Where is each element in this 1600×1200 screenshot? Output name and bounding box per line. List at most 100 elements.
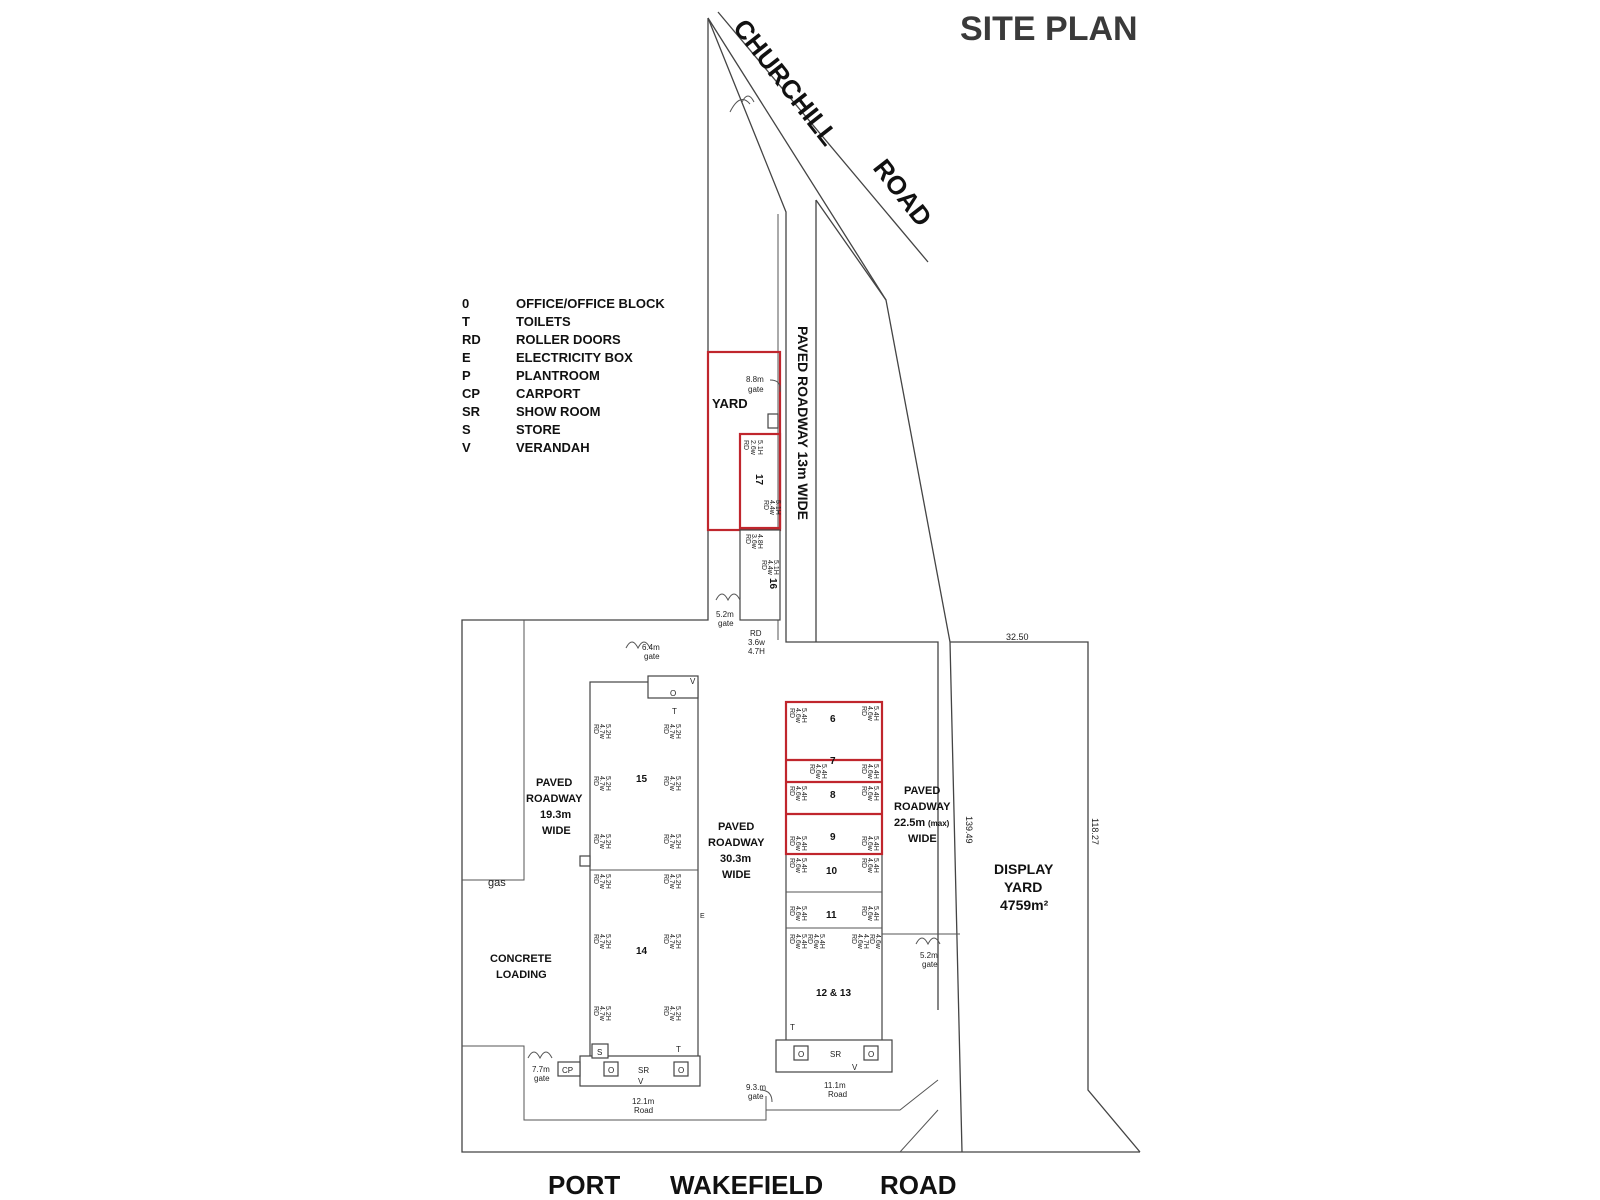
paved-30-line4: WIDE xyxy=(722,869,751,881)
building-15-v-code: V xyxy=(690,677,696,686)
svg-text:RD: RD xyxy=(662,874,669,884)
svg-text:4.6w: 4.6w xyxy=(866,906,873,922)
legend-text: ELECTRICITY BOX xyxy=(516,350,633,365)
paved-30-line1: PAVED xyxy=(718,821,754,833)
east-building-sr-code: SR xyxy=(830,1050,841,1059)
gate-52-label: 5.2m xyxy=(716,610,734,619)
gate-52b-icon xyxy=(915,937,941,946)
legend-text: PLANTROOM xyxy=(516,368,600,383)
gate-64-icon xyxy=(625,641,651,650)
svg-text:4.7w: 4.7w xyxy=(668,934,675,950)
yard-label: YARD xyxy=(712,396,748,411)
svg-text:4.7H: 4.7H xyxy=(862,934,869,949)
svg-text:4.7w: 4.7w xyxy=(598,724,605,740)
east-building-office-1 xyxy=(793,1045,809,1061)
svg-text:5.4H: 5.4H xyxy=(872,786,879,801)
svg-text:5.4H: 5.4H xyxy=(800,708,807,723)
unit-15-number: 15 xyxy=(636,774,648,785)
svg-text:RD: RD xyxy=(860,706,867,716)
legend-text: VERANDAH xyxy=(516,440,590,455)
road-111-label-2: Road xyxy=(828,1090,847,1099)
svg-text:RD: RD xyxy=(662,834,669,844)
svg-text:4.7w: 4.7w xyxy=(598,1006,605,1022)
unit-17-rd-spec-1: RD xyxy=(742,440,749,450)
building-14-o-code-2: O xyxy=(678,1066,684,1075)
building-14-rd-specs: RD 4.7w 5.2H RD 4.7w 5.2H RD 4.7w 5.2H R… xyxy=(592,874,681,1022)
building-15-verandah xyxy=(647,675,699,699)
legend-text: CARPORT xyxy=(516,386,580,401)
svg-text:5.2H: 5.2H xyxy=(674,776,681,791)
legend-text: OFFICE/OFFICE BLOCK xyxy=(516,296,665,311)
svg-text:5.4H: 5.4H xyxy=(872,836,879,851)
unit-12-13-number: 12 & 13 xyxy=(816,988,851,999)
dimension-11827: 118.27 xyxy=(1090,818,1100,845)
gate-52b-label: 5.2m xyxy=(920,951,938,960)
building-14-office-1 xyxy=(603,1061,619,1077)
legend-code: SR xyxy=(462,404,481,419)
svg-text:5.2H: 5.2H xyxy=(674,934,681,949)
svg-text:5.2H: 5.2H xyxy=(674,724,681,739)
carport-code: CP xyxy=(562,1066,573,1075)
paved-22-line3: 22.5m xyxy=(894,817,925,829)
building-14-sr-code: SR xyxy=(638,1066,649,1075)
svg-text:4.7w: 4.7w xyxy=(668,874,675,890)
svg-text:4.6w: 4.6w xyxy=(794,906,801,922)
dimension-3250: 32.50 xyxy=(1006,632,1029,642)
svg-text:RD: RD xyxy=(868,934,875,944)
unit-17-outline xyxy=(738,432,782,530)
svg-text:RD: RD xyxy=(592,934,599,944)
svg-text:4.7w: 4.7w xyxy=(668,1006,675,1022)
svg-text:4.6w: 4.6w xyxy=(874,934,881,950)
port-wakefield-road-label-3: ROAD xyxy=(880,1170,957,1200)
paved-22-line3b: (max) xyxy=(928,819,950,828)
svg-text:RD: RD xyxy=(592,776,599,786)
svg-text:RD: RD xyxy=(860,786,867,796)
legend-code: V xyxy=(462,440,471,455)
svg-text:4.6w: 4.6w xyxy=(794,836,801,852)
svg-text:4.6w: 4.6w xyxy=(866,706,873,722)
road-121-label: 12.1m xyxy=(632,1097,655,1106)
building-14-office-2 xyxy=(673,1061,689,1077)
svg-text:RD: RD xyxy=(860,836,867,846)
svg-text:5.2H: 5.2H xyxy=(604,874,611,889)
display-yard-line2: YARD xyxy=(1004,879,1042,895)
unit-9-number: 9 xyxy=(830,832,836,843)
gate-88-label-2: gate xyxy=(748,385,764,394)
svg-text:RD: RD xyxy=(808,764,815,774)
svg-text:5.2H: 5.2H xyxy=(604,776,611,791)
unit-16-rd-spec-4: RD xyxy=(760,560,767,570)
display-yard-boundary xyxy=(950,641,1141,1153)
building-15-t-code: T xyxy=(672,707,677,716)
east-building-v-code: V xyxy=(852,1063,858,1072)
svg-text:4.6w: 4.6w xyxy=(856,934,863,950)
svg-text:4.6w: 4.6w xyxy=(794,708,801,724)
paved-roadway-13m-label: PAVED ROADWAY 13m WIDE xyxy=(795,326,811,520)
unit-16-bottom-rd: RD xyxy=(750,629,762,638)
east-building-t-code: T xyxy=(790,1023,795,1032)
unit-16-number: 16 xyxy=(767,578,778,590)
svg-text:4.6w: 4.6w xyxy=(866,764,873,780)
paved-22-line2: ROADWAY xyxy=(894,801,951,813)
unit-8-number: 8 xyxy=(830,790,836,801)
unit-16-rd-spec-6: 5.1H xyxy=(772,560,779,575)
svg-text:RD: RD xyxy=(860,906,867,916)
top-gate-icon xyxy=(729,95,755,113)
churchill-road-label-2: ROAD xyxy=(867,153,938,232)
paved-22-line4: WIDE xyxy=(908,833,937,845)
legend-code: S xyxy=(462,422,471,437)
paved-19-line2: ROADWAY xyxy=(526,793,583,805)
unit-16-bottom-h: 4.7H xyxy=(748,647,765,656)
svg-text:5.4H: 5.4H xyxy=(872,906,879,921)
legend-code: E xyxy=(462,350,471,365)
legend-text: STORE xyxy=(516,422,561,437)
road-121-label-2: Road xyxy=(634,1106,653,1115)
unit-16-bottom-w: 3.6w xyxy=(748,638,765,647)
svg-text:RD: RD xyxy=(788,708,795,718)
svg-text:4.7w: 4.7w xyxy=(598,776,605,792)
svg-text:4.6w: 4.6w xyxy=(794,786,801,802)
unit-16-rd-spec-5: 4.4w xyxy=(766,560,773,576)
svg-text:5.4H: 5.4H xyxy=(800,934,807,949)
gate-77-label-2: gate xyxy=(534,1074,550,1083)
svg-text:RD: RD xyxy=(662,724,669,734)
